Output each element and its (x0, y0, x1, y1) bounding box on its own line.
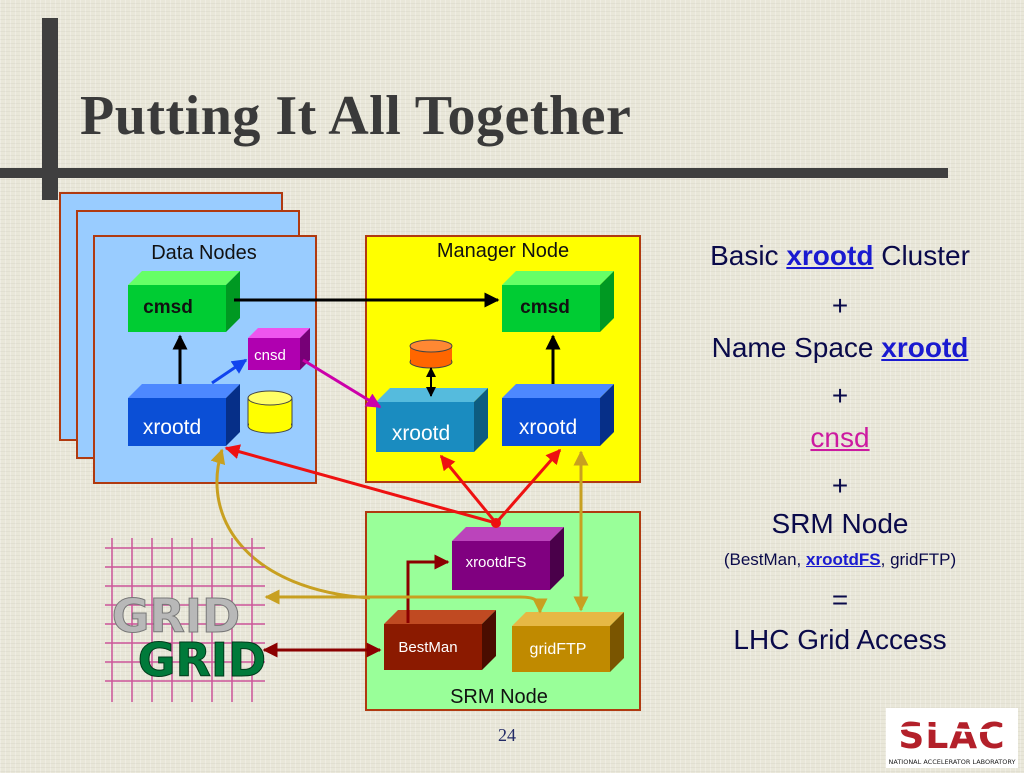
summary-plus-3: + (831, 470, 849, 501)
summary-equals: = (831, 584, 849, 615)
namespace-xrootd-box: xrootd (376, 388, 488, 452)
grid-label: GRID (138, 633, 266, 687)
manager-cmsd-label: cmsd (520, 297, 570, 318)
page-number: 24 (498, 725, 516, 745)
manager-cmsd-box: cmsd (502, 271, 614, 332)
data-xrootd-box: xrootd (128, 384, 240, 446)
namespace-disk-icon (409, 339, 453, 369)
data-xrootd-label: xrootd (143, 416, 201, 439)
slac-logo: SLAC NATIONAL ACCELERATOR LABORATORY (886, 708, 1018, 768)
manager-node-label: Manager Node (437, 240, 569, 262)
xrootdfs-to-namespace-arrow (439, 454, 498, 524)
summary-plus-2: + (831, 380, 849, 411)
data-nodes-label: Data Nodes (151, 242, 257, 264)
namespace-xrootd-label: xrootd (392, 422, 450, 445)
bestman-box: BestMan (384, 610, 496, 670)
slac-logo-text: SLAC (898, 716, 1005, 757)
manager-xrootd-label: xrootd (519, 416, 577, 439)
summary-line-cnsd: cnsd (810, 422, 870, 453)
srm-node-label: SRM Node (450, 686, 548, 708)
title-accent-vertical-bar (42, 18, 58, 200)
data-cmsd-box: cmsd (128, 271, 240, 332)
cnsd-label: cnsd (254, 347, 286, 364)
slac-logo-subtext: NATIONAL ACCELERATOR LABORATORY (889, 758, 1016, 766)
manager-xrootd-box: xrootd (502, 384, 614, 446)
summary-line-lhc-grid-access: LHC Grid Access (733, 624, 947, 655)
xrootdfs-to-manager-arrow (494, 448, 562, 524)
summary-line-srm-components: (BestMan, xrootdFS, gridFTP) (723, 550, 957, 569)
gridftp-box: gridFTP (512, 612, 624, 672)
xrootdfs-label: xrootdFS (466, 554, 527, 571)
summary-line-basic-cluster: Basic xrootd Cluster (710, 240, 970, 271)
data-cmsd-label: cmsd (143, 297, 193, 318)
data-disk-icon (247, 390, 293, 434)
grid-label-shadow: GRID (112, 589, 240, 643)
xrootdfs-box: xrootdFS (452, 527, 564, 590)
summary-plus-1: + (831, 290, 849, 321)
grid-network-graphic: GRID GRID (105, 538, 267, 702)
cnsd-to-namespace-arrow (302, 358, 382, 409)
cnsd-box: cnsd (248, 328, 310, 370)
summary-line-name-space: Name Space xrootd (711, 332, 969, 363)
gridftp-to-data-xrootd-arrow (210, 448, 371, 600)
bestman-label: BestMan (398, 639, 457, 656)
xrootd-to-cnsd-arrow (211, 358, 248, 385)
gridftp-to-grid-arrow (264, 589, 548, 614)
xrootdfs-to-data-xrootd-arrow (224, 444, 497, 525)
summary-line-srm-node: SRM Node (771, 508, 909, 539)
title-underline-bar (0, 168, 948, 178)
slide-title: Putting It All Together (80, 85, 632, 147)
gridftp-label: gridFTP (530, 641, 587, 658)
